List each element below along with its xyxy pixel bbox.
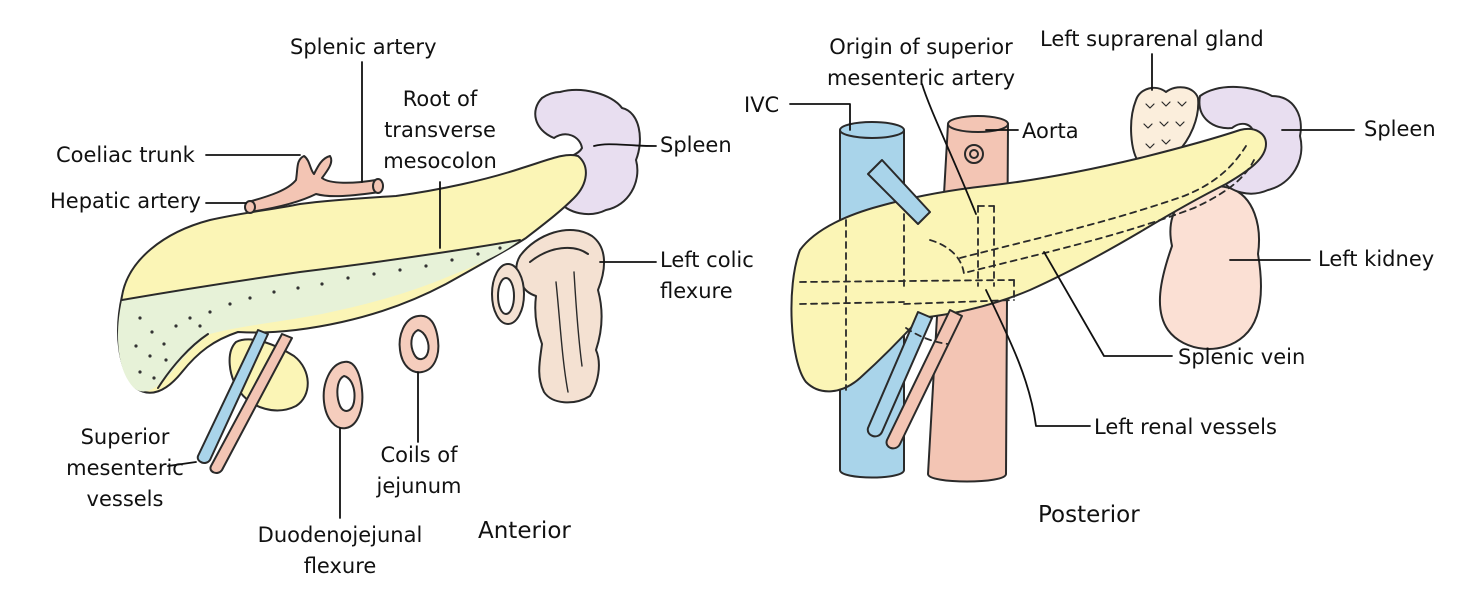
label-splenic-vein: Splenic vein (1178, 345, 1306, 369)
renal-artery-posterior (885, 309, 963, 450)
mesocolon-stipple (134, 246, 502, 380)
label-superior-mesenteric-vessels: Superior mesenteric vessels (66, 425, 184, 511)
view-label-anterior: Anterior (478, 518, 571, 544)
label-root-mesocolon: Root of transverse mesocolon (383, 87, 497, 173)
renal-vein-posterior (866, 311, 933, 438)
leader-lines (167, 53, 1355, 519)
label-origin-sma: Origin of superior mesenteric artery (826, 35, 1016, 90)
suprarenal-texture (1143, 101, 1187, 149)
label-spleen-anterior: Spleen (660, 133, 732, 157)
label-coeliac-trunk: Coeliac trunk (56, 143, 195, 167)
label-aorta: Aorta (1022, 119, 1079, 143)
label-left-colic-flexure: Left colic flexure (660, 248, 754, 303)
label-splenic-artery: Splenic artery (290, 35, 437, 59)
hidden-vessels-dashed (799, 145, 1255, 391)
coeliac-arteries-shape (247, 155, 381, 213)
view-label-posterior: Posterior (1038, 502, 1140, 528)
sm-artery-anterior (209, 333, 293, 474)
label-left-kidney: Left kidney (1318, 247, 1435, 271)
label-coils-of-jejunum: Coils of jejunum (376, 443, 462, 498)
label-left-suprarenal-gland: Left suprarenal gland (1040, 27, 1264, 51)
label-left-renal-vessels: Left renal vessels (1094, 415, 1277, 439)
mesocolon-root-band (118, 240, 520, 392)
label-duodenojejunal-flexure: Duodenojejunal flexure (257, 523, 423, 578)
sm-vein-anterior (196, 329, 269, 464)
label-spleen-posterior: Spleen (1364, 117, 1436, 141)
colic-flexure-shape (515, 228, 605, 404)
label-hepatic-artery: Hepatic artery (50, 189, 201, 213)
label-ivc: IVC (744, 93, 780, 117)
pancreas-posterior-shape (790, 128, 1267, 393)
